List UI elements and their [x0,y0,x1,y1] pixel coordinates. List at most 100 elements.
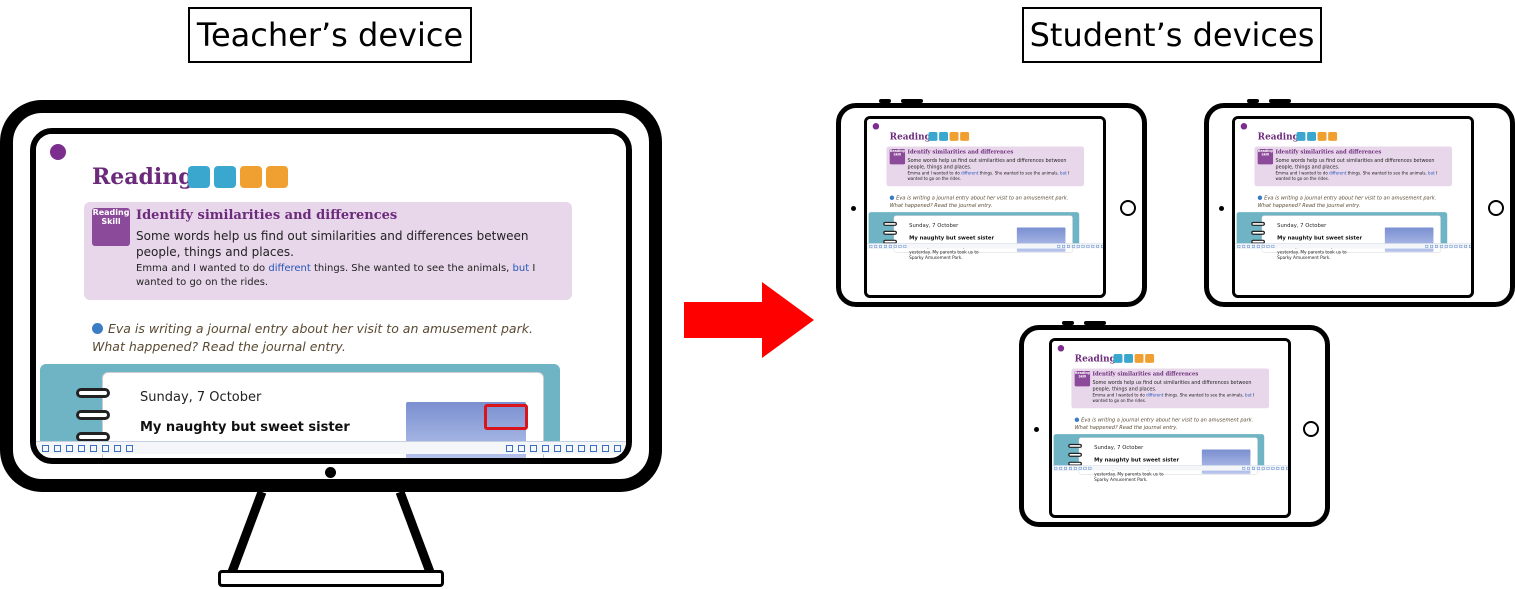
toolbar-tool-icon[interactable] [1237,244,1241,248]
right-arrow [684,282,814,358]
toolbar-tool-icon[interactable] [1281,466,1285,470]
toolbar-tool-icon[interactable] [1086,244,1090,248]
skill-title: Identify similarities and differences [907,148,1014,156]
toolbar-tool-icon[interactable] [1054,466,1058,470]
reading-skill-tag: Reading Skill [1074,370,1091,387]
toolbar-tool-icon[interactable] [1069,466,1072,470]
toolbar-tool-icon[interactable] [1454,244,1458,248]
journal-date: Sunday, 7 October [1277,222,1327,229]
toolbar-tool-icon[interactable] [1435,244,1438,248]
toolbar-tool-icon[interactable] [1076,244,1080,248]
toolbar-tool-icon[interactable] [1096,244,1100,248]
toolbar-tool-icon[interactable] [126,445,133,452]
reading-skill-tag: Reading Skill [92,208,130,246]
toolbar-tool-icon[interactable] [554,445,561,452]
toolbar-tool-icon[interactable] [1271,244,1275,248]
reading-skill-tag: Reading Skill [889,148,906,165]
toolbar-tool-icon[interactable] [614,445,621,452]
toolbar-tool-icon[interactable] [1261,466,1265,470]
toolbar-tool-icon[interactable] [1256,244,1260,248]
toolbar-tool-icon[interactable] [114,445,121,452]
toolbar-tool-icon[interactable] [879,244,882,248]
toolbar-tool-icon[interactable] [1088,466,1092,470]
toolbar-tool-icon[interactable] [1266,466,1270,470]
toolbar-tool-icon[interactable] [898,244,902,248]
toolbar-tool-icon[interactable] [1101,244,1103,248]
toolbar-tool-icon[interactable] [1062,244,1066,248]
toolbar-tool-icon[interactable] [1081,244,1085,248]
toolbar-tool-icon[interactable] [1064,466,1067,470]
toolbar-tool-icon[interactable] [66,445,73,452]
home-button[interactable] [1120,200,1136,216]
toolbar-tool-icon[interactable] [893,244,897,248]
toolbar-tool-icon[interactable] [1057,244,1061,248]
toolbar-tool-icon[interactable] [542,445,549,452]
tablet-button [879,99,891,103]
toolbar-tool-icon[interactable] [1286,466,1288,470]
toolbar-tool-icon[interactable] [42,445,49,452]
toolbar-tool-icon[interactable] [518,445,525,452]
toolbar-tool-icon[interactable] [1083,466,1087,470]
toolbar-tool-icon[interactable] [602,445,609,452]
toolbar-tool-icon[interactable] [1242,244,1246,248]
spiral-ring [76,432,110,442]
reading-skill-box [84,202,572,300]
toolbar-tool-icon[interactable] [102,445,109,452]
screen-icon[interactable] [214,166,236,188]
toolbar-tool-icon[interactable] [590,445,597,452]
game-icon[interactable] [188,166,210,188]
toolbar-tool-icon[interactable] [888,244,892,248]
book-icon [92,323,103,334]
toolbar-tool-icon[interactable] [1425,244,1429,248]
toolbar-tool-icon[interactable] [1078,466,1082,470]
student-screen-3: Reading Reading Skill Identify similarit… [1049,338,1291,518]
toolbar-tool-icon[interactable] [566,445,573,452]
toolbar-tool-icon[interactable] [1469,244,1471,248]
toolbar-tool-icon[interactable] [1256,466,1260,470]
toolbar-tool-icon[interactable] [54,445,61,452]
audio-icon[interactable] [266,166,288,188]
toolbar-tool-icon[interactable] [884,244,887,248]
toolbar-tool-icon[interactable] [1059,466,1063,470]
toolbar-tool-icon[interactable] [1464,244,1468,248]
toolbar-tool-icon[interactable] [1449,244,1453,248]
toolbar-tool-icon[interactable] [1439,244,1443,248]
home-button[interactable] [1303,421,1319,437]
toolbar-tool-icon[interactable] [530,445,537,452]
toolbar-tool-icon[interactable] [506,445,513,452]
toolbar-tool-icon[interactable] [1071,244,1075,248]
skill-title: Identify similarities and differences [1092,370,1199,378]
toolbar-tool-icon[interactable] [578,445,585,452]
skill-description: Some words help us find out similarities… [1275,157,1435,170]
toolbar-tool-icon[interactable] [869,244,873,248]
journal-date: Sunday, 7 October [1094,444,1144,451]
toolbar-tool-icon[interactable] [1247,466,1251,470]
reading-heading: Reading [889,131,931,142]
toolbar-tool-icon[interactable] [1271,466,1275,470]
skill-example: Emma and I wanted to do different things… [1092,393,1255,404]
toolbar-tool-icon[interactable] [1430,244,1434,248]
toolbar-tool-icon[interactable] [903,244,907,248]
toolbar-tool-icon[interactable] [78,445,85,452]
toolbar-tool-icon[interactable] [1266,244,1270,248]
home-button[interactable] [1488,200,1504,216]
notes-icon[interactable] [240,166,262,188]
toolbar-tool-icon[interactable] [1242,466,1246,470]
highlighted-toggle-panel[interactable] [484,404,528,430]
instruction-text: Eva is writing a journal entry about her… [889,194,1069,209]
toolbar-tool-icon[interactable] [1444,244,1448,248]
toolbar-tool-icon[interactable] [1067,244,1070,248]
toolbar-tool-icon[interactable] [1261,244,1265,248]
toolbar-tool-icon[interactable] [90,445,97,452]
toolbar-tool-icon[interactable] [1276,466,1280,470]
toolbar-tool-icon[interactable] [1459,244,1463,248]
toolbar-tool-icon[interactable] [1091,244,1095,248]
student-screen-1: Reading Reading Skill Identify similarit… [864,116,1106,298]
toolbar-tool-icon[interactable] [1252,466,1255,470]
toolbar-tool-icon[interactable] [1247,244,1250,248]
toolbar-tool-icon[interactable] [1252,244,1255,248]
toolbar-tool-icon[interactable] [1073,466,1077,470]
menu-icon[interactable] [50,144,66,160]
toolbar-tool-icon[interactable] [874,244,878,248]
